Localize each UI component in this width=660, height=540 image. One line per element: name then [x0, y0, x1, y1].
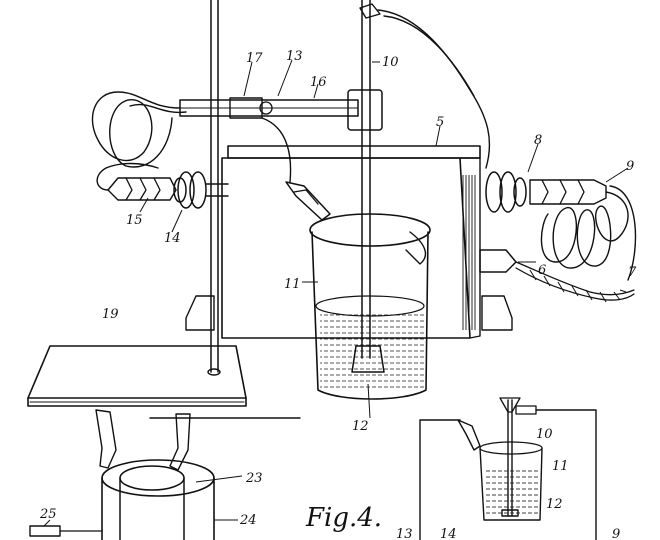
left-upper-coil: [91, 91, 187, 168]
label-12: 12: [352, 419, 369, 434]
box-5: [185, 145, 513, 339]
schematic-label-13: 13: [396, 527, 413, 540]
upper-lead-wire: [377, 9, 491, 169]
right-coil: [540, 185, 637, 281]
label-9: 9: [626, 159, 634, 174]
small-schematic: [419, 397, 597, 540]
twisted-lead: [479, 249, 635, 303]
beaker-clip: [261, 117, 331, 221]
label-6: 6: [538, 263, 546, 278]
label-15: 15: [126, 213, 143, 228]
schematic-label-14: 14: [440, 527, 457, 540]
label-25: 25: [39, 507, 57, 522]
schematic-label-12: 12: [546, 497, 563, 512]
label-14: 14: [164, 231, 181, 246]
label-7: 7: [628, 265, 637, 280]
label-23: 23: [245, 471, 263, 486]
figure-caption: Fig.4.: [305, 503, 382, 533]
stand-rod: [207, 0, 221, 376]
label-24: 24: [239, 513, 257, 528]
base-plate: [27, 345, 247, 407]
label-17: 17: [246, 51, 263, 66]
schematic-label-9: 9: [612, 527, 620, 540]
leader-lines: [43, 59, 629, 527]
label-16: 16: [310, 75, 327, 90]
label-13: 13: [286, 49, 303, 64]
label-5: 5: [436, 115, 444, 130]
schematic-label-11: 11: [552, 459, 569, 474]
right-terminal: [485, 171, 607, 213]
electrode-rod: [359, 0, 381, 359]
label-8: 8: [534, 133, 542, 148]
label-10: 10: [382, 55, 399, 70]
beaker: [309, 213, 431, 400]
schematic-label-10: 10: [536, 427, 553, 442]
left-terminal: [96, 162, 229, 209]
lower-apparatus: [29, 409, 215, 540]
label-19: 19: [102, 307, 119, 322]
reference-numerals: 17 13 10 16 5 8 9 15 14 11 6 7 19 12 23 …: [39, 49, 637, 540]
label-11: 11: [284, 277, 301, 292]
